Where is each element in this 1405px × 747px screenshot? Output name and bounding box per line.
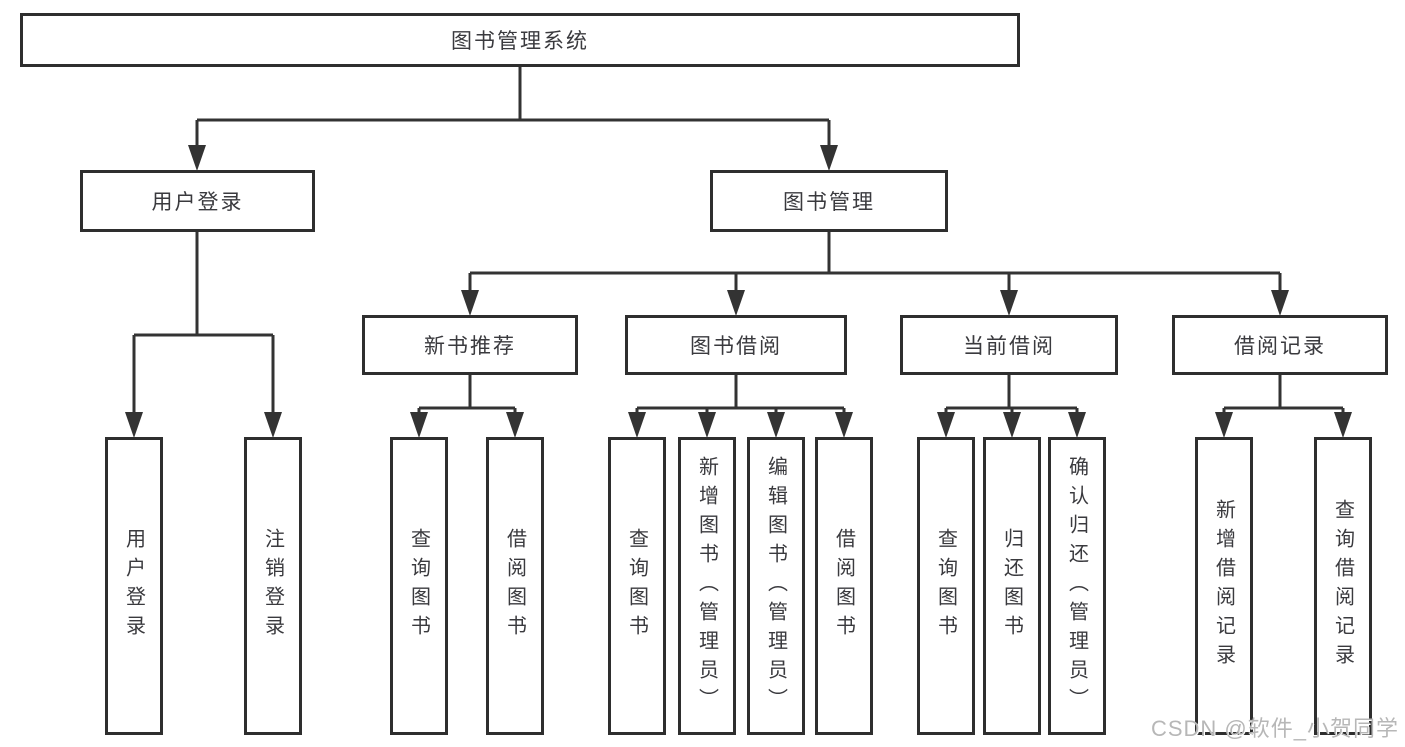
leaf-return-books: 归还图书 — [983, 437, 1041, 735]
leaf-label: 编辑图书（管理员） — [764, 455, 787, 717]
node-user-login: 用户登录 — [80, 170, 315, 232]
node-book-borrow: 图书借阅 — [625, 315, 847, 375]
node-label: 当前借阅 — [963, 335, 1055, 358]
arrowhead-icon — [410, 412, 428, 438]
leaf-query-books-borrow: 查询图书 — [608, 437, 666, 735]
node-new-book-recommend: 新书推荐 — [362, 315, 578, 375]
leaf-label: 查询借阅记录 — [1331, 499, 1354, 673]
arrowhead-icon — [188, 145, 206, 171]
node-label: 用户登录 — [151, 191, 244, 214]
node-borrow-records: 借阅记录 — [1172, 315, 1388, 375]
leaf-user-login: 用户登录 — [105, 437, 163, 735]
leaf-label: 新增图书（管理员） — [695, 455, 718, 717]
arrowheads — [125, 145, 1352, 438]
node-label: 图书借阅 — [690, 335, 782, 358]
arrowhead-icon — [628, 412, 646, 438]
arrowhead-icon — [125, 412, 143, 438]
leaf-borrow-books: 借阅图书 — [815, 437, 873, 735]
arrowhead-icon — [461, 290, 479, 316]
leaf-label: 借阅图书 — [503, 528, 526, 644]
leaf-label: 查询图书 — [407, 528, 430, 644]
node-label: 新书推荐 — [424, 335, 516, 358]
arrowhead-icon — [1334, 412, 1352, 438]
arrowhead-icon — [1068, 412, 1086, 438]
arrowhead-icon — [820, 145, 838, 171]
leaf-logout: 注销登录 — [244, 437, 302, 735]
arrowhead-icon — [1215, 412, 1233, 438]
arrowhead-icon — [1271, 290, 1289, 316]
leaf-label: 归还图书 — [1000, 528, 1023, 644]
leaf-query-borrow-record: 查询借阅记录 — [1314, 437, 1372, 735]
leaf-label: 用户登录 — [122, 528, 145, 644]
leaf-add-borrow-record: 新增借阅记录 — [1195, 437, 1253, 735]
node-root-library-management-system: 图书管理系统 — [20, 13, 1020, 67]
arrowhead-icon — [767, 412, 785, 438]
leaf-label: 新增借阅记录 — [1212, 499, 1235, 673]
leaf-label: 注销登录 — [261, 528, 284, 644]
leaf-label: 借阅图书 — [832, 528, 855, 644]
leaf-borrow-books-recommend: 借阅图书 — [486, 437, 544, 735]
arrowhead-icon — [698, 412, 716, 438]
arrowhead-icon — [1003, 412, 1021, 438]
node-book-management: 图书管理 — [710, 170, 948, 232]
leaf-edit-books-admin: 编辑图书（管理员） — [747, 437, 805, 735]
leaf-label: 确认归还（管理员） — [1065, 455, 1088, 717]
arrowhead-icon — [1000, 290, 1018, 316]
arrowhead-icon — [727, 290, 745, 316]
leaf-query-books-recommend: 查询图书 — [390, 437, 448, 735]
node-current-borrow: 当前借阅 — [900, 315, 1118, 375]
arrowhead-icon — [835, 412, 853, 438]
leaf-confirm-return-admin: 确认归还（管理员） — [1048, 437, 1106, 735]
arrowhead-icon — [506, 412, 524, 438]
leaf-query-books-current: 查询图书 — [917, 437, 975, 735]
node-label: 借阅记录 — [1234, 335, 1326, 358]
node-label: 图书管理系统 — [451, 30, 589, 53]
leaf-label: 查询图书 — [625, 528, 648, 644]
arrowhead-icon — [937, 412, 955, 438]
arrowhead-icon — [264, 412, 282, 438]
leaf-label: 查询图书 — [934, 528, 957, 644]
node-label: 图书管理 — [783, 191, 875, 214]
csdn-watermark: CSDN @软件_小贺同学 — [1150, 716, 1399, 741]
leaf-add-books-admin: 新增图书（管理员） — [678, 437, 736, 735]
